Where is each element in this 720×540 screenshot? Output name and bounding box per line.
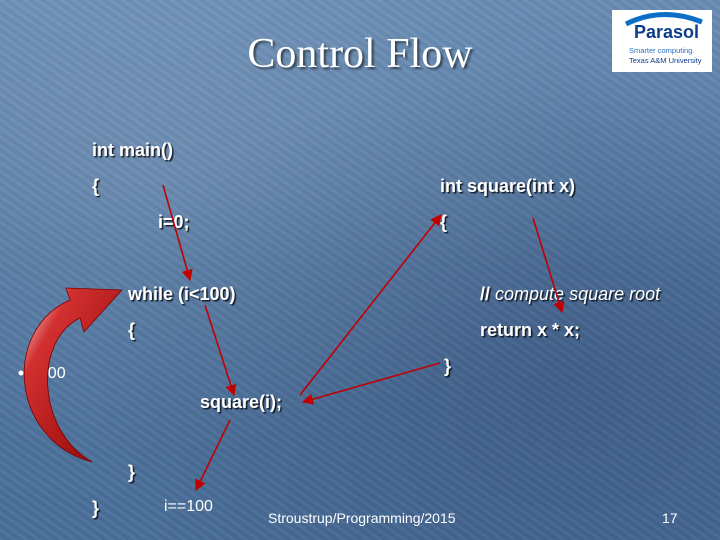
- loop-back-arrow: [23, 287, 123, 463]
- flow-arrow-exit: [195, 419, 231, 492]
- comment-line: // compute square root: [480, 284, 660, 305]
- slide-title: Control Flow: [247, 31, 473, 77]
- logo-tagline-1: Smarter computing.: [629, 46, 695, 55]
- exit-condition-label: i==100: [164, 498, 213, 515]
- flow-arrow-start: [162, 184, 193, 282]
- while-close-brace: }: [128, 462, 136, 482]
- main-close-brace: }: [92, 498, 100, 518]
- footer-credit: Stroustrup/Programming/2015: [268, 510, 456, 526]
- loop-label-marker: [18, 370, 24, 376]
- while-open-brace: {: [128, 320, 136, 340]
- while-statement: while (i<100): [128, 284, 236, 304]
- comment-slashes: //: [480, 284, 491, 304]
- page-number: 17: [662, 510, 678, 526]
- square-open-brace: {: [440, 212, 448, 232]
- logo-name: Parasol: [634, 22, 700, 42]
- flow-arrow-into-body: [532, 217, 565, 314]
- square-close-brace: }: [444, 356, 452, 376]
- logo-arc-icon: [624, 11, 703, 27]
- return-statement: return x * x;: [480, 320, 581, 340]
- square-signature: int square(int x): [440, 176, 576, 196]
- flow-arrow-call-to-square: [299, 214, 442, 396]
- call-statement: square(i);: [200, 392, 283, 412]
- flow-arrow-return: [301, 362, 441, 405]
- main-open-brace: {: [92, 176, 100, 196]
- main-signature: int main(): [92, 140, 173, 160]
- flow-arrow-to-call: [204, 304, 237, 397]
- parasol-logo: Parasol Smarter computing. Texas A&M Uni…: [612, 10, 712, 72]
- logo-tagline-2: Texas A&M University: [629, 56, 702, 65]
- comment-text: compute square root: [495, 284, 661, 304]
